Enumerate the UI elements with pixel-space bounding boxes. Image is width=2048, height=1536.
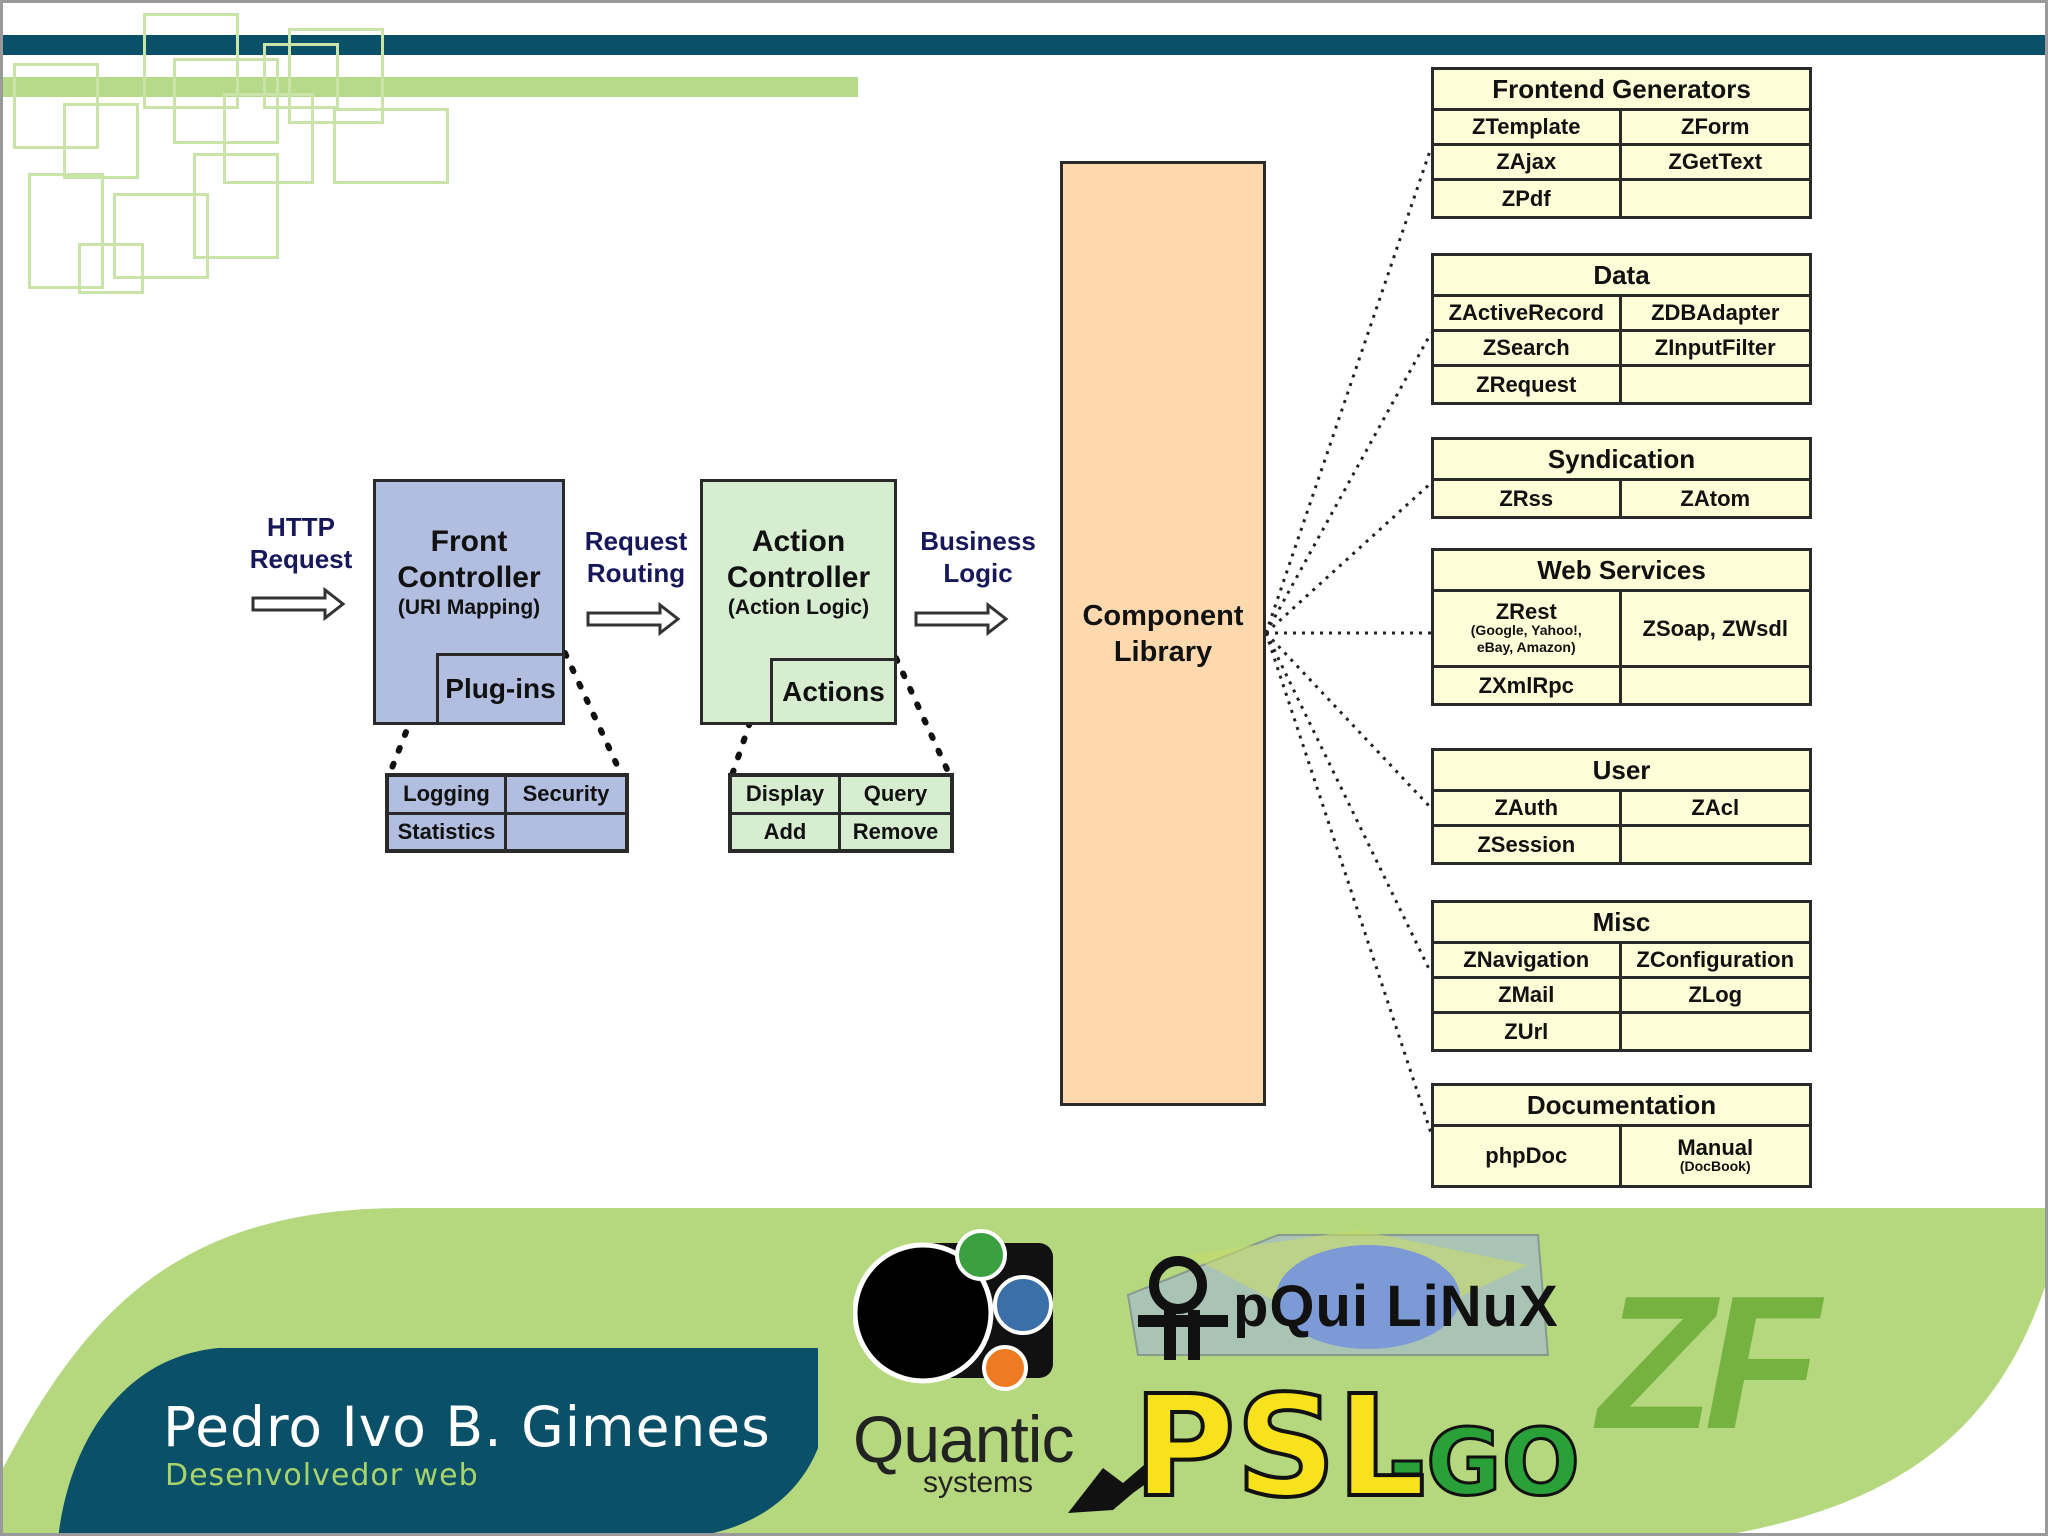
component-zacl: ZAcl [1621,792,1809,827]
syndication-title: Syndication [1434,440,1809,481]
link-user [1264,631,1433,810]
misc-box: Misc ZNavigation ZConfiguration ZMail ZL… [1431,900,1812,1052]
component-empty [1622,367,1810,402]
misc-title: Misc [1434,903,1809,944]
pqui-linux-logo-text: pQui LiNuX [1233,1274,1559,1339]
component-zgettext: ZGetText [1621,146,1809,181]
component-zsearch: ZSearch [1434,332,1622,367]
component-empty [1622,668,1810,703]
header-navy-bar [3,35,2045,55]
presenter-name: Pedro Ivo B. Gimenes [163,1395,771,1459]
name-panel [58,1348,818,1533]
link-misc [1264,632,1433,974]
user-box: User ZAuth ZAcl ZSession [1431,748,1812,865]
web-services-title: Web Services [1434,551,1809,592]
actions-box: Actions [770,658,897,725]
plugin-item-empty [507,815,625,850]
zend-framework-logo: ZF [1598,1257,1820,1469]
component-zsession: ZSession [1434,827,1622,862]
action-items-table: Display Query Add Remove [728,773,954,853]
data-title: Data [1434,256,1809,297]
pqui-linux-flag-icon [1126,1230,1550,1360]
arrow-http-request [251,586,346,622]
component-empty [1622,827,1810,862]
actions-right-dots [893,655,954,781]
link-frontend [1264,147,1433,634]
component-zajax: ZAjax [1434,146,1622,181]
component-phpdoc: phpDoc [1434,1127,1622,1185]
component-empty [1622,1014,1810,1049]
component-ztemplate: ZTemplate [1434,111,1622,146]
component-zrequest: ZRequest [1434,367,1622,402]
frontend-generators-title: Frontend Generators [1434,70,1809,111]
component-zdbadapter: ZDBAdapter [1621,297,1809,332]
component-znavigation: ZNavigation [1434,944,1622,979]
component-zform: ZForm [1621,111,1809,146]
component-zatom: ZAtom [1680,485,1751,511]
component-zinputfilter: ZInputFilter [1621,332,1809,367]
plugin-item-logging: Logging [389,777,507,815]
plugin-item-security: Security [507,777,625,815]
action-item-remove: Remove [852,818,939,844]
web-services-box: Web Services ZRest (Google, Yahoo!, eBay… [1431,548,1812,706]
component-manual: Manual (DocBook) [1677,1134,1754,1174]
quantic-logo-subtext: systems [923,1466,1034,1499]
documentation-title: Documentation [1434,1086,1809,1127]
link-syndication [1264,481,1433,635]
plugin-item-statistics: Statistics [389,814,507,849]
action-controller-subtitle: (Action Logic) [727,596,870,619]
data-box: Data ZActiveRecord ZDBAdapter ZSearch ZI… [1431,253,1812,405]
arrow-request-routing [586,601,681,637]
action-item-add: Add [732,814,841,849]
quantic-logo-text: Quantic [853,1402,1074,1476]
component-zpdf: ZPdf [1434,181,1622,216]
component-zsoap-zwsdl: ZSoap, ZWsdl [1621,592,1809,668]
component-zlog: ZLog [1621,979,1809,1014]
component-zxmlrpc: ZXmlRpc [1434,668,1622,703]
quantic-logo-icon [853,1229,1053,1391]
action-item-display: Display [732,777,841,815]
component-zactiverecord: ZActiveRecord [1434,297,1622,332]
climber-silhouette-icon [1068,1453,1168,1513]
syndication-box: Syndication ZRss ZAtom [1431,437,1812,519]
header-green-bar [3,77,858,97]
user-title: User [1434,751,1809,792]
link-documentation [1264,632,1433,1134]
documentation-box: Documentation phpDoc Manual (DocBook) [1431,1083,1812,1188]
component-zmail: ZMail [1434,979,1622,1014]
front-controller-subtitle: (URI Mapping) [397,596,541,619]
component-empty [1622,181,1810,216]
frontend-generators-box: Frontend Generators ZTemplate ZForm ZAja… [1431,67,1812,219]
plugin-items-table: Logging Security Statistics [385,773,629,853]
link-data [1264,332,1433,634]
psl-logo-text: PSL [1131,1366,1428,1529]
component-zconfiguration: ZConfiguration [1621,944,1809,979]
plugin-right-dots [562,650,626,781]
component-zrss: ZRss [1434,481,1622,516]
component-zrest: ZRest (Google, Yahoo!, eBay, Amazon) [1434,592,1622,668]
psl-go-logo-text: -GO [1387,1409,1582,1516]
arrow-business-logic [914,601,1009,637]
plugins-box: Plug-ins [436,653,565,725]
presenter-role: Desenvolvedor web [165,1458,479,1493]
component-zurl: ZUrl [1434,1014,1622,1049]
action-item-query: Query [841,777,950,815]
component-zauth: ZAuth [1434,792,1622,827]
